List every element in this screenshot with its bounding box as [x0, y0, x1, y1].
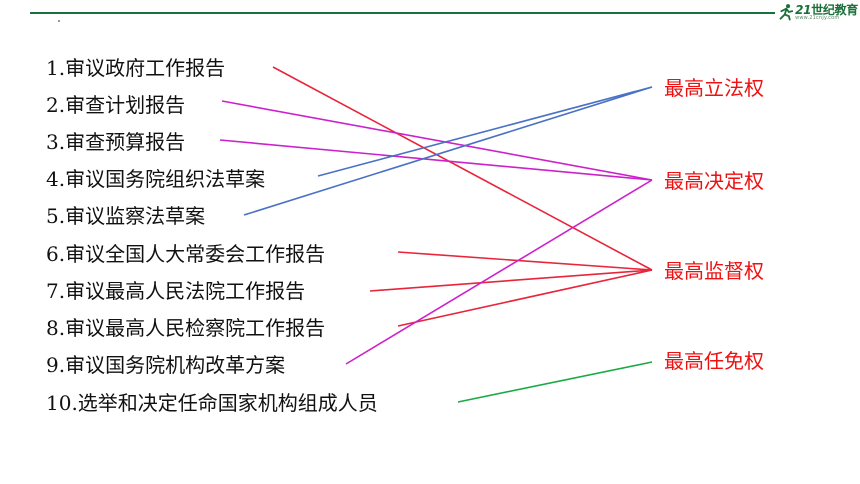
item-2: 2.审查计划报告 — [46, 93, 186, 117]
link-8 — [397, 269, 653, 327]
item-8: 8.审议最高人民检察院工作报告 — [46, 316, 326, 340]
link-4 — [317, 86, 653, 177]
item-5: 5.审议监察法草案 — [46, 204, 206, 228]
item-1: 1.审议政府工作报告 — [46, 56, 226, 80]
item-6: 6.审议全国人大常委会工作报告 — [46, 242, 326, 266]
logo-url: www.21cnjy.com — [795, 14, 840, 21]
power-legislation: 最高立法权 — [664, 76, 764, 100]
item-3: 3.审查预算报告 — [46, 130, 186, 154]
link-6 — [397, 251, 653, 271]
item-7: 7.审议最高人民法院工作报告 — [46, 279, 306, 303]
power-appointment: 最高任免权 — [664, 349, 764, 373]
link-2 — [221, 100, 653, 181]
link-5 — [243, 86, 653, 216]
link-7 — [369, 269, 653, 292]
power-decision: 最高决定权 — [664, 169, 764, 193]
runner-icon — [779, 4, 794, 21]
item-10: 10.选举和决定任命国家机构组成人员 — [46, 391, 378, 415]
link-3 — [219, 139, 653, 181]
power-supervision: 最高监督权 — [664, 259, 764, 283]
link-1 — [272, 66, 653, 271]
brand-logo: 21世纪教育 www.21cnjy.com — [778, 0, 858, 24]
decorative-dot — [58, 20, 60, 22]
link-9 — [345, 179, 653, 365]
header-rule — [30, 12, 775, 14]
logo-number: 21 — [795, 2, 812, 17]
link-10 — [457, 361, 653, 403]
logo-title: 世纪教育 — [811, 2, 858, 17]
item-4: 4.审议国务院组织法草案 — [46, 167, 266, 191]
item-9: 9.审议国务院机构改革方案 — [46, 353, 286, 377]
